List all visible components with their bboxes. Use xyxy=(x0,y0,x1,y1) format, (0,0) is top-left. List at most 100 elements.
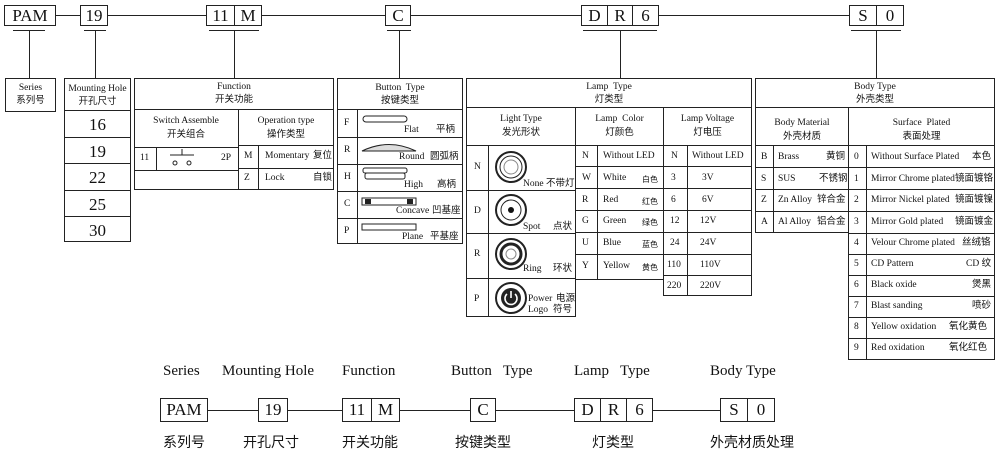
bottom-code-box-function-1: 11 xyxy=(342,398,372,422)
lamp-color-column xyxy=(575,107,664,280)
light-code: N xyxy=(474,162,481,172)
bottom-label-en: Mounting Hole xyxy=(222,363,315,379)
bottom-code-box-lamp-2: R xyxy=(600,398,627,422)
code-box-function-2: M xyxy=(234,5,262,26)
series-title-en: Series xyxy=(18,83,43,93)
plane-button-icon xyxy=(361,223,417,231)
light-type-cn: 发光形状 xyxy=(501,128,540,138)
surface-cn: 本色 xyxy=(972,152,992,162)
code-box-mounting: 19 xyxy=(80,5,108,26)
body-title-cn: 外壳类型 xyxy=(855,95,894,105)
op-en: Momentary xyxy=(265,151,310,161)
bottom-code-box-mounting: 19 xyxy=(258,398,288,422)
operation-type-en: Operation type xyxy=(257,116,315,126)
voltage-value: 6V xyxy=(702,195,714,205)
bottom-label-cn: 灯类型 xyxy=(592,436,634,451)
light-en: Ring xyxy=(523,264,542,274)
voltage-value: 24V xyxy=(700,238,717,248)
button-code: H xyxy=(344,172,351,182)
surface-cn: CD 纹 xyxy=(966,259,992,269)
light-cn: 环状 xyxy=(553,264,573,274)
op-code: Z xyxy=(244,173,250,183)
voltage-value: 3V xyxy=(702,173,714,183)
surface-code: 4 xyxy=(854,238,859,248)
light-type-en: Light Type xyxy=(500,114,542,124)
op-code: M xyxy=(244,151,253,161)
button-cn: 平基座 xyxy=(430,232,459,242)
lamp-color-en: Lamp Color xyxy=(595,114,644,124)
surface-code: 3 xyxy=(854,217,859,227)
voltage-code: 110 xyxy=(667,260,681,270)
lamp-voltage-en: Lamp Voltage xyxy=(680,114,735,124)
button-title-en: Button Type xyxy=(375,83,425,93)
switch-label: 2P xyxy=(221,153,232,163)
voltage-value: 110V xyxy=(700,260,721,270)
switch-code: 11 xyxy=(140,153,150,163)
color-code: G xyxy=(582,216,589,226)
mounting-value: 22 xyxy=(89,168,106,187)
surface-code: 5 xyxy=(854,259,859,269)
bottom-code-box-lamp-3: 6 xyxy=(626,398,653,422)
power-logo-icon xyxy=(495,282,527,314)
mounting-value: 19 xyxy=(89,142,106,161)
lamp-title-cn: 灯类型 xyxy=(594,95,624,105)
bottom-label-cn: 开关功能 xyxy=(342,436,398,451)
button-type-panel xyxy=(337,78,463,244)
light-cn: 点状 xyxy=(553,222,573,232)
series-title-cn: 系列号 xyxy=(16,96,45,106)
voltage-code: 12 xyxy=(670,216,680,226)
button-cn: 平柄 xyxy=(436,125,456,135)
voltage-value: 12V xyxy=(700,216,717,226)
material-cn: 黄铜 xyxy=(826,152,846,162)
switch-assemble-en: Switch Assemble xyxy=(153,116,219,126)
switch-symbol-icon xyxy=(170,149,194,166)
button-title-cn: 按键类型 xyxy=(380,96,419,106)
bottom-label-cn: 外壳材质处理 xyxy=(710,436,794,451)
surface-en: Mirror Chrome plated xyxy=(871,174,955,184)
body-material-cn: 外壳材质 xyxy=(782,132,821,142)
button-en: Round xyxy=(399,152,425,162)
color-cn: 绿色 xyxy=(642,218,658,227)
bottom-code-box-function-2: M xyxy=(371,398,400,422)
color-code: R xyxy=(582,195,589,205)
round-button-icon xyxy=(361,144,417,152)
lamp-title-en: Lamp Type xyxy=(586,82,632,92)
material-en: Al Alloy xyxy=(778,217,811,227)
bottom-label-en: Button Type xyxy=(451,363,533,379)
color-en: Red xyxy=(603,195,619,205)
color-en: White xyxy=(603,173,627,183)
code-box-button: C xyxy=(385,5,411,26)
voltage-code: 220 xyxy=(667,281,682,291)
button-cn: 凹基座 xyxy=(432,206,461,216)
color-cn: 蓝色 xyxy=(642,240,658,249)
mounting-value: 16 xyxy=(89,115,106,134)
button-en: Flat xyxy=(404,125,419,135)
material-code: A xyxy=(761,217,768,227)
material-cn: 铝合金 xyxy=(817,217,846,227)
surface-en: Red oxidation xyxy=(871,343,925,353)
color-code: N xyxy=(582,151,589,161)
code-box-series: PAM xyxy=(4,5,56,26)
surface-cn: 镜面镀金 xyxy=(955,217,994,227)
material-en: SUS xyxy=(778,174,796,184)
bottom-label-en: Lamp Type xyxy=(574,363,650,379)
surface-plated-cn: 表面处理 xyxy=(902,132,941,142)
button-cn: 圆弧柄 xyxy=(430,152,459,162)
voltage-code: N xyxy=(671,151,678,161)
color-cn: 白色 xyxy=(642,175,658,184)
button-en: High xyxy=(404,180,423,190)
material-en: Brass xyxy=(778,152,800,162)
material-cn: 不锈钢 xyxy=(819,174,848,184)
ring-light-icon xyxy=(495,238,527,270)
surface-code: 1 xyxy=(854,174,859,184)
button-cn: 高柄 xyxy=(437,180,457,190)
light-code: R xyxy=(474,249,481,259)
body-title-en: Body Type xyxy=(854,82,896,92)
code-box-lamp-1: D xyxy=(581,5,608,26)
surface-cn: 煲黑 xyxy=(972,280,992,290)
bottom-label-en: Body Type xyxy=(710,363,776,379)
light-cn: 不带灯 xyxy=(546,179,575,189)
surface-en: Blast sanding xyxy=(871,301,923,311)
ring-button-icon xyxy=(495,151,527,183)
button-code: F xyxy=(344,118,350,128)
